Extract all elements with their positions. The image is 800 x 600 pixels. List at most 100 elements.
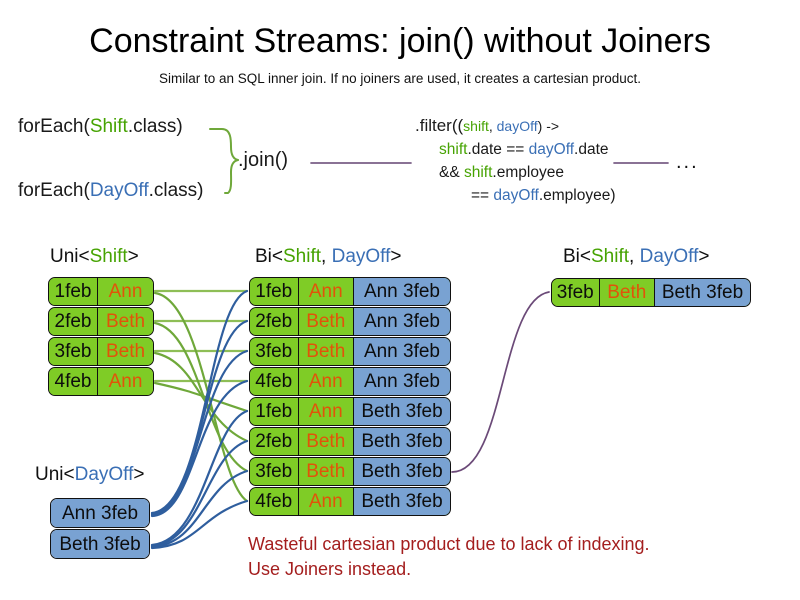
code-filter-line4: == dayOff.employee) bbox=[415, 184, 616, 207]
caption-uni-dayoff-prefix: Uni< bbox=[35, 464, 75, 485]
row-shift-employee: Ann bbox=[298, 398, 353, 425]
page-title: Constraint Streams: join() without Joine… bbox=[89, 22, 711, 60]
code-filter-line3-shift: shift bbox=[463, 164, 493, 181]
code-filter-line1-a: .filter(( bbox=[415, 116, 464, 135]
row-dayoff-fact: Ann 3feb bbox=[352, 368, 450, 395]
code-foreach-dayoff: forEach(DayOff.class) bbox=[18, 178, 204, 203]
code-filter-line2: shift.date == dayOff.date bbox=[415, 138, 616, 161]
row-dayoff-fact: Beth 3feb bbox=[653, 279, 750, 306]
row-shift-employee: Ann bbox=[98, 278, 153, 305]
code-filter-line2-shift: shift bbox=[439, 141, 468, 158]
code-type-shift: Shift bbox=[89, 116, 128, 137]
code-filter-line4-a: == bbox=[471, 187, 494, 204]
row-dayoff-fact: Ann 3feb bbox=[51, 499, 149, 527]
code-filter-line3-b: .employee bbox=[492, 164, 564, 181]
stream-row[interactable]: Beth 3feb bbox=[50, 529, 150, 559]
caption-uni-shift-suffix: > bbox=[127, 246, 139, 267]
row-shift-employee: Beth bbox=[298, 338, 353, 365]
code-ellipsis: ... bbox=[676, 151, 699, 173]
caption-bi-right-type1: Shift bbox=[591, 246, 630, 267]
row-dayoff-fact: Ann 3feb bbox=[352, 338, 450, 365]
code-foreach-dayoff-prefix: forEach( bbox=[18, 180, 90, 201]
code-filter-param-dayoff: dayOff bbox=[496, 118, 538, 134]
warning-line-1: Wasteful cartesian product due to lack o… bbox=[248, 534, 650, 554]
row-dayoff-fact: Ann 3feb bbox=[352, 308, 450, 335]
row-shift-employee: Beth bbox=[298, 428, 353, 455]
caption-bi-right-suffix: > bbox=[698, 246, 710, 267]
row-shift-employee: Beth bbox=[298, 308, 353, 335]
code-filter-line2-b: .date bbox=[574, 141, 609, 158]
code-filter-line2-a: .date == bbox=[467, 141, 529, 158]
caption-bi-mid-type2: DayOff bbox=[331, 246, 391, 267]
row-shift-employee: Beth bbox=[599, 279, 654, 306]
caption-bi-mid-comma: , bbox=[321, 246, 332, 267]
row-shift-employee: Beth bbox=[298, 458, 353, 485]
row-shift-date: 4feb bbox=[250, 488, 299, 515]
code-filter-line3-a: && bbox=[439, 164, 464, 181]
code-foreach-shift-suffix: .class) bbox=[127, 116, 183, 137]
row-shift-employee: Ann bbox=[298, 368, 353, 395]
row-dayoff-fact: Ann 3feb bbox=[352, 278, 450, 305]
row-dayoff-fact: Beth 3feb bbox=[352, 428, 450, 455]
code-filter-block: .filter((shift, dayOff) -> shift.date ==… bbox=[415, 114, 616, 207]
code-join-label: .join() bbox=[238, 149, 289, 171]
code-filter-line2-dayoff: dayOff bbox=[528, 141, 575, 158]
caption-bi-mid-type1: Shift bbox=[283, 246, 322, 267]
caption-uni-shift-prefix: Uni< bbox=[50, 246, 90, 267]
warning-line-2: Use Joiners instead. bbox=[248, 559, 412, 579]
row-shift-date: 1feb bbox=[49, 278, 98, 305]
row-dayoff-fact: Beth 3feb bbox=[352, 458, 450, 485]
caption-bi-mid-prefix: Bi< bbox=[255, 246, 283, 267]
row-dayoff-fact: Beth 3feb bbox=[352, 398, 450, 425]
row-dayoff-fact: Beth 3feb bbox=[352, 488, 450, 515]
code-foreach-shift: forEach(Shift.class) bbox=[18, 114, 183, 139]
code-filter-line1-comma: , bbox=[488, 118, 497, 134]
code-filter-line4-dayoff: dayOff bbox=[493, 187, 539, 204]
code-filter-line1-b: ) -> bbox=[537, 118, 560, 134]
row-shift-date: 1feb bbox=[250, 278, 299, 305]
row-shift-date: 2feb bbox=[49, 308, 98, 335]
row-shift-date: 1feb bbox=[250, 398, 299, 425]
code-filter-line3: && shift.employee bbox=[415, 161, 616, 184]
caption-uni-shift: Uni<Shift> bbox=[50, 245, 139, 269]
row-shift-date: 2feb bbox=[250, 308, 299, 335]
code-filter-param-shift: shift bbox=[463, 118, 489, 134]
row-shift-date: 4feb bbox=[250, 368, 299, 395]
row-shift-date: 4feb bbox=[49, 368, 98, 395]
caption-uni-dayoff-type: DayOff bbox=[74, 464, 134, 485]
caption-bi-mid: Bi<Shift, DayOff> bbox=[255, 245, 401, 269]
caption-bi-mid-suffix: > bbox=[390, 246, 402, 267]
caption-bi-right-prefix: Bi< bbox=[563, 246, 591, 267]
stream-row[interactable]: Ann 3feb bbox=[50, 498, 150, 528]
caption-uni-shift-type: Shift bbox=[89, 246, 128, 267]
row-shift-employee: Ann bbox=[98, 368, 153, 395]
caption-uni-dayoff: Uni<DayOff> bbox=[35, 463, 145, 487]
row-shift-date: 3feb bbox=[250, 458, 299, 485]
caption-bi-right-comma: , bbox=[629, 246, 640, 267]
row-shift-date: 3feb bbox=[250, 338, 299, 365]
code-foreach-shift-prefix: forEach( bbox=[18, 116, 90, 137]
row-shift-date: 3feb bbox=[49, 338, 98, 365]
row-shift-date: 3feb bbox=[552, 279, 600, 306]
code-foreach-dayoff-suffix: .class) bbox=[148, 180, 204, 201]
row-shift-employee: Ann bbox=[298, 488, 353, 515]
page-subtitle: Similar to an SQL inner join. If no join… bbox=[159, 71, 641, 86]
